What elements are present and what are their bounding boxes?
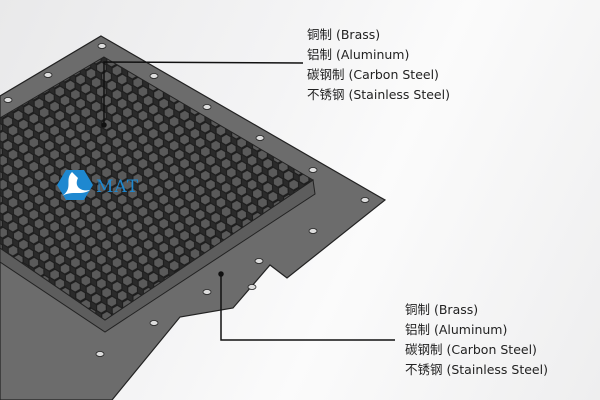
material-callout-bottom: 铜制 (Brass) 铝制 (Aluminum) 碳钢制 (Carbon Ste…: [405, 300, 548, 380]
material-brass: 铜制 (Brass): [307, 27, 381, 42]
material-aluminum: 铝制 (Aluminum): [307, 47, 410, 62]
material-brass: 铜制 (Brass): [405, 302, 479, 317]
material-carbon-steel: 碳钢制 (Carbon Steel): [405, 342, 537, 357]
material-aluminum: 铝制 (Aluminum): [405, 322, 508, 337]
logo-text: MAT: [96, 177, 140, 197]
honeycomb-core: [0, 56, 314, 321]
material-carbon-steel: 碳钢制 (Carbon Steel): [307, 67, 439, 82]
material-stainless-steel: 不锈钢 (Stainless Steel): [405, 362, 548, 377]
logo-icon: [57, 170, 93, 200]
callout-line-1: [101, 61, 304, 128]
material-callout-top: 铜制 (Brass) 铝制 (Aluminum) 碳钢制 (Carbon Ste…: [307, 25, 450, 105]
mounting-holes: [3, 43, 370, 357]
material-stainless-steel: 不锈钢 (Stainless Steel): [307, 87, 450, 102]
callout-line-2: [218, 271, 395, 341]
